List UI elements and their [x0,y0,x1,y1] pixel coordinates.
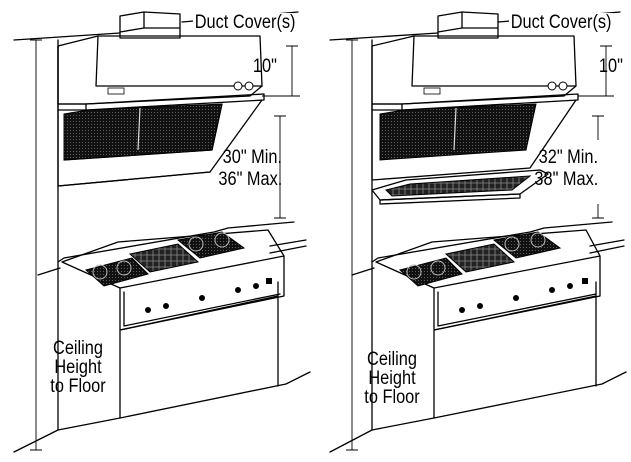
ceiling-height-label-left: Ceiling Height to Floor [44,339,113,396]
cooktop-left [61,229,285,331]
ceiling-line-1-left: Ceiling [53,338,103,359]
clearance-max-left: 36" Max. [218,169,282,190]
panel-right [329,11,627,453]
range-hood-right [371,35,579,181]
counter-back-left [57,221,295,263]
clearance-max-right: 38" Max. [534,169,598,190]
ceiling-height-label-right: Ceiling Height to Floor [358,350,427,407]
ceiling-line-2-right: Height [368,368,416,389]
ceiling-line-right [329,32,439,41]
ceiling-line-left [13,32,121,41]
ceiling-line-3-right: to Floor [364,387,420,408]
counter-front-left [37,239,307,276]
warming-shelf-right [371,169,549,205]
duct-cover-right [437,11,499,39]
duct-gap-label-left: 10" [253,56,277,77]
cooktop-right [375,229,601,331]
range-hood-left [57,35,265,187]
panel-left [13,11,311,453]
counter-back-right [371,221,613,263]
clearance-min-right: 32" Min. [538,147,598,168]
duct-cover-left [119,11,181,39]
clearance-min-left: 30" Min. [222,147,282,168]
duct-cover-label-right: Duct Cover(s) [509,12,614,33]
ceiling-line-2-left: Height [54,357,102,378]
dimensions-left [30,39,300,451]
ceiling-line-3-left: to Floor [50,376,106,397]
counter-front-right [351,239,625,276]
dimensions-right [346,39,614,451]
duct-gap-label-right: 10" [599,56,623,77]
ceiling-line-1-right: Ceiling [367,349,417,370]
duct-cover-label-left: Duct Cover(s) [193,12,298,33]
